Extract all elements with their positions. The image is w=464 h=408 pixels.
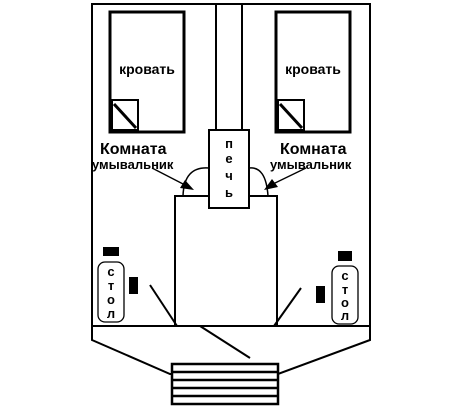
door-left xyxy=(149,284,178,327)
table-right-label-char: о xyxy=(341,295,349,310)
bed-right: кровать xyxy=(274,10,352,134)
pillow-right xyxy=(277,99,305,131)
arrow-left-line xyxy=(151,167,186,186)
chair-right-side xyxy=(316,286,325,303)
chair-left-side xyxy=(129,277,138,294)
pillow-left xyxy=(111,99,139,131)
washstand-left-label: умывальник xyxy=(92,157,174,172)
chair-left-top xyxy=(103,247,119,256)
table-left-label-char: л xyxy=(107,306,115,321)
table-left-label-char: т xyxy=(108,278,114,293)
bed-left-label: кровать xyxy=(119,61,175,77)
table-right-label-char: л xyxy=(341,308,349,323)
stove-label-char: е xyxy=(225,151,232,166)
bed-right-label: кровать xyxy=(285,61,341,77)
table-right: с т о л xyxy=(316,251,359,325)
room-right-label: Комната xyxy=(280,141,347,158)
washstand-right-label: умывальник xyxy=(270,157,352,172)
central-partition xyxy=(174,195,209,326)
stove-label-char: п xyxy=(225,136,233,151)
central-partition-right xyxy=(249,195,278,326)
stove-label-char: ь xyxy=(225,185,233,200)
arrow-right-head xyxy=(264,179,278,190)
washstand-right-arc xyxy=(248,167,269,197)
veranda-door xyxy=(199,325,251,359)
table-left-label-char: о xyxy=(107,292,115,307)
arrow-left-head xyxy=(180,180,194,190)
stove: п е ч ь xyxy=(208,129,250,209)
table-right-label-char: с xyxy=(341,268,348,283)
bed-left: кровать xyxy=(108,10,186,134)
chair-right-top xyxy=(338,251,352,261)
room-left-label: Комната xyxy=(100,141,167,158)
entrance-stairs xyxy=(170,362,280,406)
table-right-label-char: т xyxy=(342,282,348,297)
washstand-left-arc xyxy=(182,167,210,197)
arrow-right-line xyxy=(272,167,307,185)
door-right xyxy=(273,287,302,327)
table-left-label-char: с xyxy=(107,264,114,279)
table-left: с т о л xyxy=(97,247,138,323)
stove-label-char: ч xyxy=(225,168,233,183)
